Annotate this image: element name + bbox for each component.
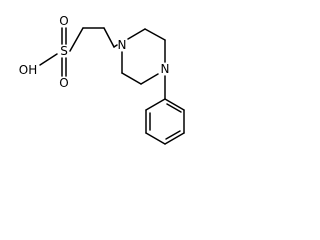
atom-labels: O S O OH N N <box>19 14 170 90</box>
bond-ph-3-4 <box>164 132 185 145</box>
bond-ph-1-2 <box>164 98 185 111</box>
bond-ph-6-1 <box>145 98 166 111</box>
bond-c-lower-left-c-upper-left <box>121 72 142 85</box>
bond-c2-c3 <box>103 27 115 48</box>
bond-c3-n1 <box>113 44 118 48</box>
bond-n4-c-lower-left <box>140 73 159 85</box>
bond-ph-4-5 <box>145 132 166 145</box>
atom-n4: N <box>161 62 170 76</box>
atom-s: S <box>60 44 68 58</box>
chemical-structure: O S O OH N N <box>19 14 185 145</box>
bond-ph-inner-1-2 <box>166 103 182 113</box>
bond-s-oh <box>39 53 58 66</box>
bond-ph-inner-3-4 <box>165 130 181 140</box>
bond-n1-c-upper-right <box>127 28 146 40</box>
bond-s-c1 <box>69 27 84 52</box>
bonds <box>39 27 185 145</box>
bond-c-upper-right-c-lower-right <box>144 28 166 41</box>
atom-o-top: O <box>59 14 68 28</box>
atom-o-bottom: O <box>59 76 68 90</box>
atom-n1: N <box>118 38 127 52</box>
atom-oh: OH <box>19 63 37 77</box>
